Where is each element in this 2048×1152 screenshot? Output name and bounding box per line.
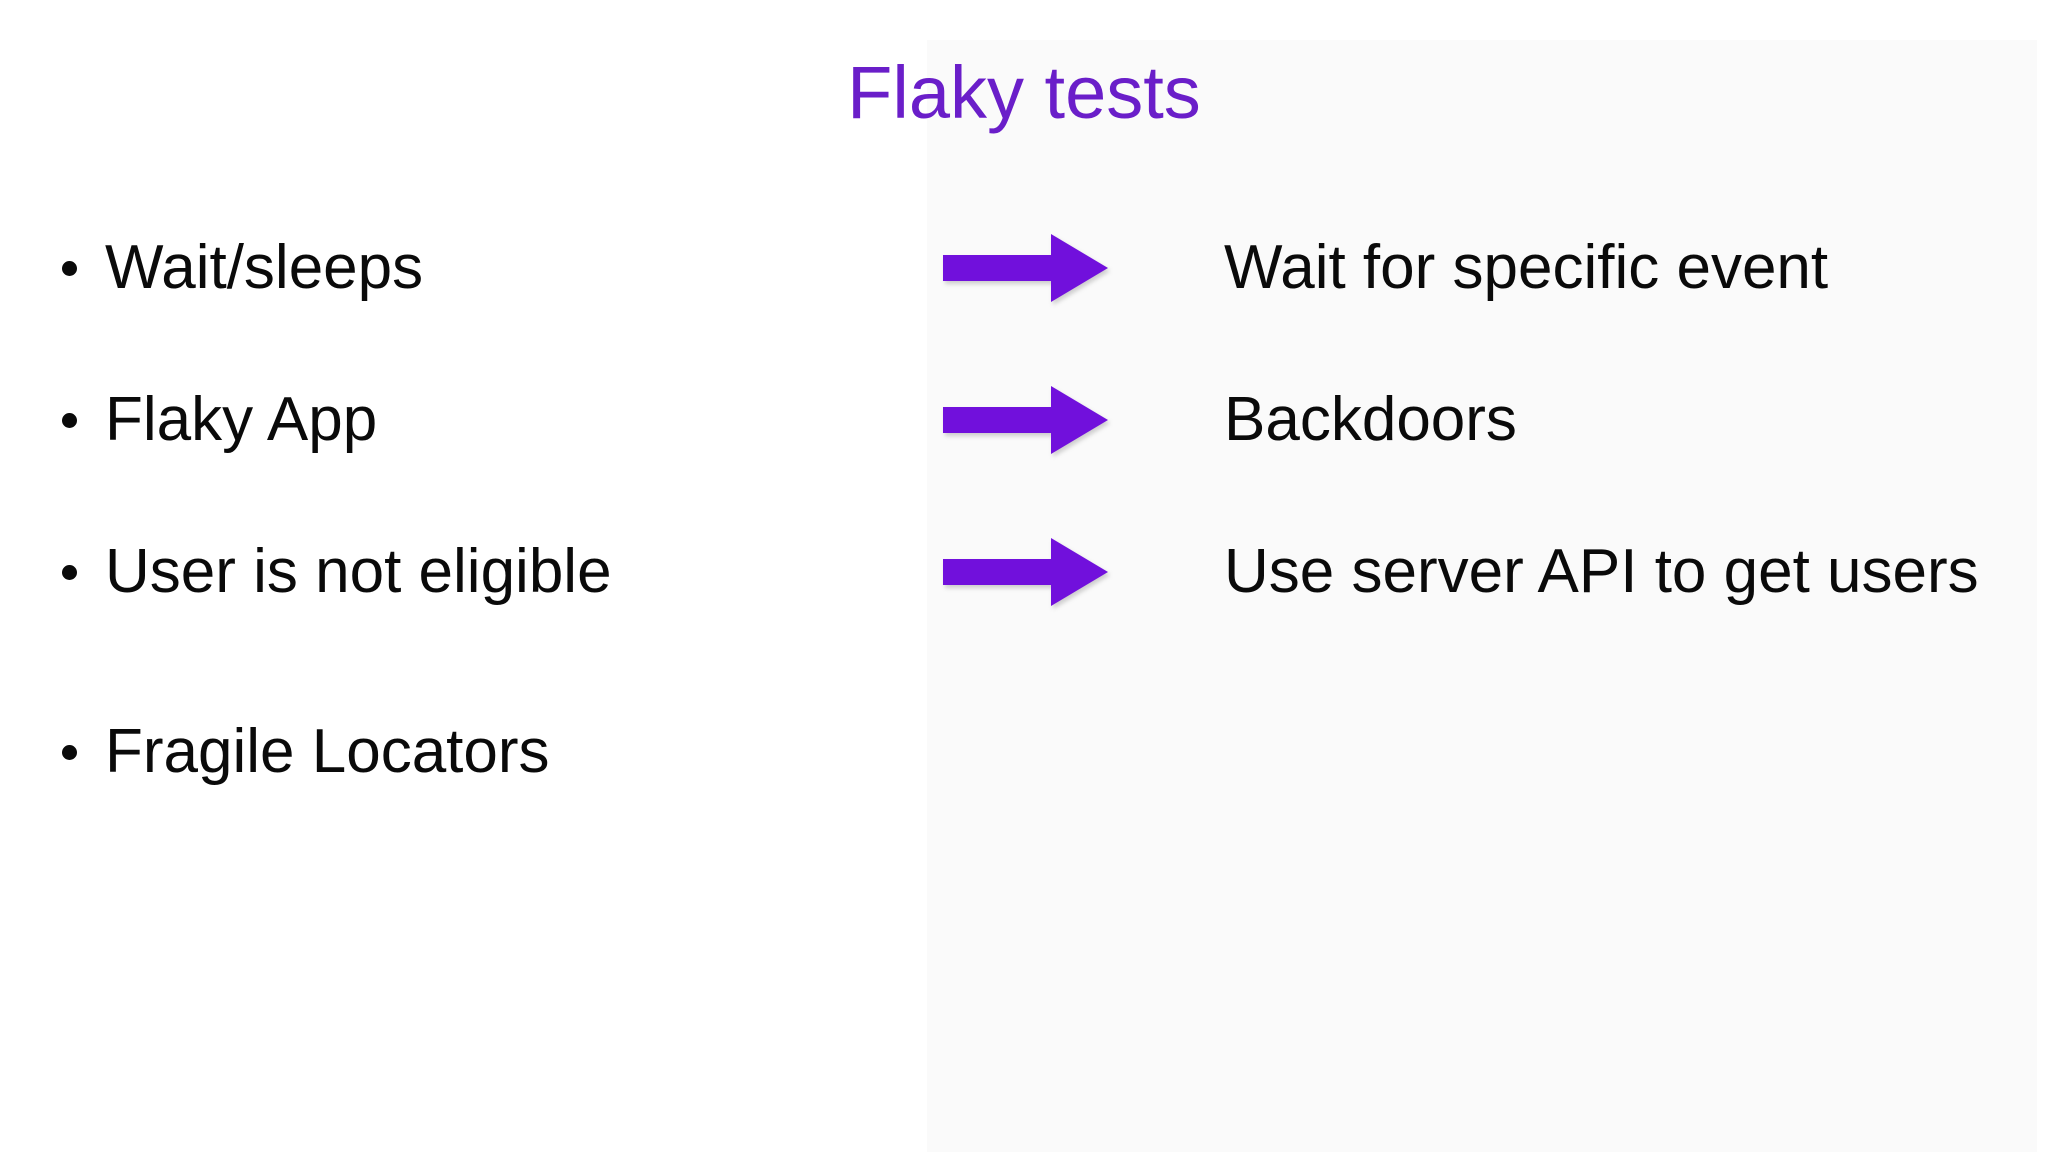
solution-label: Use server API to get users	[1224, 537, 1979, 606]
arrow-right-icon	[943, 385, 1108, 455]
solution-item-server-api: Use server API to get users	[1224, 532, 1979, 612]
background-panel	[927, 40, 2037, 1152]
slide-title: Flaky tests	[847, 51, 1201, 134]
bullet-item-wait-sleeps: Wait/sleeps	[62, 228, 423, 308]
solution-label: Backdoors	[1224, 385, 1517, 454]
bullet-label: Flaky App	[105, 385, 378, 454]
bullet-item-fragile-locators: Fragile Locators	[62, 712, 550, 792]
bullet-label: User is not eligible	[105, 537, 612, 606]
bullet-item-user-not-eligible: User is not eligible	[62, 532, 612, 612]
bullet-label: Fragile Locators	[105, 717, 550, 786]
bullet-dot-icon	[62, 260, 77, 276]
bullet-dot-icon	[62, 744, 77, 760]
arrow-right-icon	[943, 537, 1108, 607]
solution-item-backdoors: Backdoors	[1224, 380, 1517, 460]
bullet-item-flaky-app: Flaky App	[62, 380, 377, 460]
bullet-dot-icon	[62, 412, 77, 428]
bullet-dot-icon	[62, 564, 77, 580]
solution-label: Wait for specific event	[1224, 233, 1829, 302]
solution-item-wait-for-event: Wait for specific event	[1224, 228, 1828, 308]
arrow-right-icon	[943, 233, 1108, 303]
bullet-label: Wait/sleeps	[105, 233, 424, 302]
